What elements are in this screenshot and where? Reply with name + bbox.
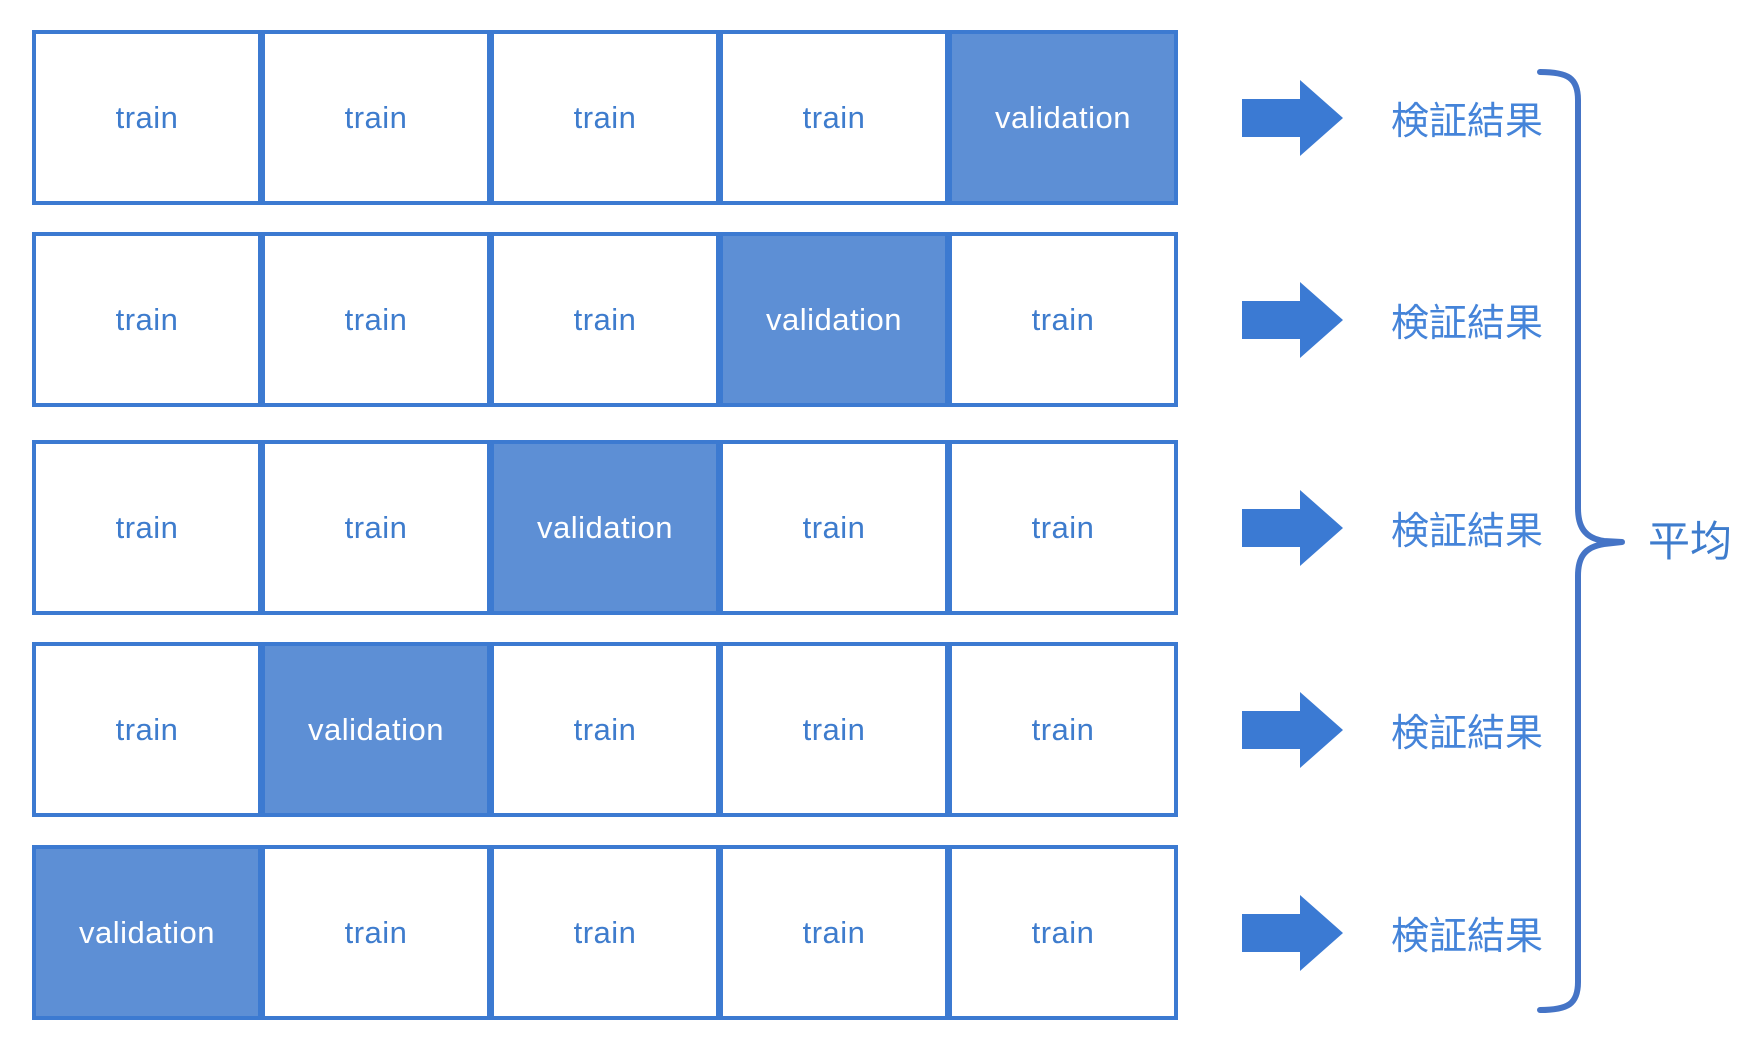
cell-train: train (490, 642, 720, 817)
cell-train: train (261, 845, 491, 1020)
result-label: 検証結果 (1390, 511, 1543, 553)
cell-train: train (32, 440, 262, 615)
cell-validation: validation (948, 30, 1178, 205)
cell-train: train (948, 642, 1178, 817)
result-label: 検証結果 (1390, 713, 1543, 755)
right-arrow-shape (1242, 894, 1343, 971)
cell-train: train (948, 232, 1178, 407)
cell-train: train (490, 30, 720, 205)
cell-train: train (948, 440, 1178, 615)
cell-train: train (32, 30, 262, 205)
cell-train: train (261, 30, 491, 205)
right-arrow-shape (1242, 281, 1343, 358)
cell-train: train (261, 440, 491, 615)
cell-validation: validation (32, 845, 262, 1020)
right-arrow-icon (1242, 691, 1343, 768)
cell-validation: validation (719, 232, 949, 407)
cell-train: train (719, 642, 949, 817)
right-arrow-icon (1242, 894, 1343, 971)
right-arrow-icon (1242, 489, 1343, 566)
cell-train: train (490, 232, 720, 407)
result-label: 検証結果 (1390, 916, 1543, 958)
right-arrow-shape (1242, 489, 1343, 566)
right-arrow-shape (1242, 79, 1343, 156)
cell-train: train (719, 440, 949, 615)
right-arrow-shape (1242, 691, 1343, 768)
cell-train: train (948, 845, 1178, 1020)
brace-path (1537, 69, 1625, 1013)
result-label: 検証結果 (1390, 303, 1543, 345)
cell-train: train (719, 30, 949, 205)
right-arrow-icon (1242, 281, 1343, 358)
cell-validation: validation (490, 440, 720, 615)
grouping-brace (1537, 69, 1625, 1013)
cell-train: train (490, 845, 720, 1020)
cell-train: train (32, 642, 262, 817)
right-arrow-icon (1242, 79, 1343, 156)
cell-validation: validation (261, 642, 491, 817)
cell-train: train (261, 232, 491, 407)
cell-train: train (719, 845, 949, 1020)
result-label: 検証結果 (1390, 101, 1543, 143)
cell-train: train (32, 232, 262, 407)
average-label: 平均 (1648, 518, 1733, 565)
